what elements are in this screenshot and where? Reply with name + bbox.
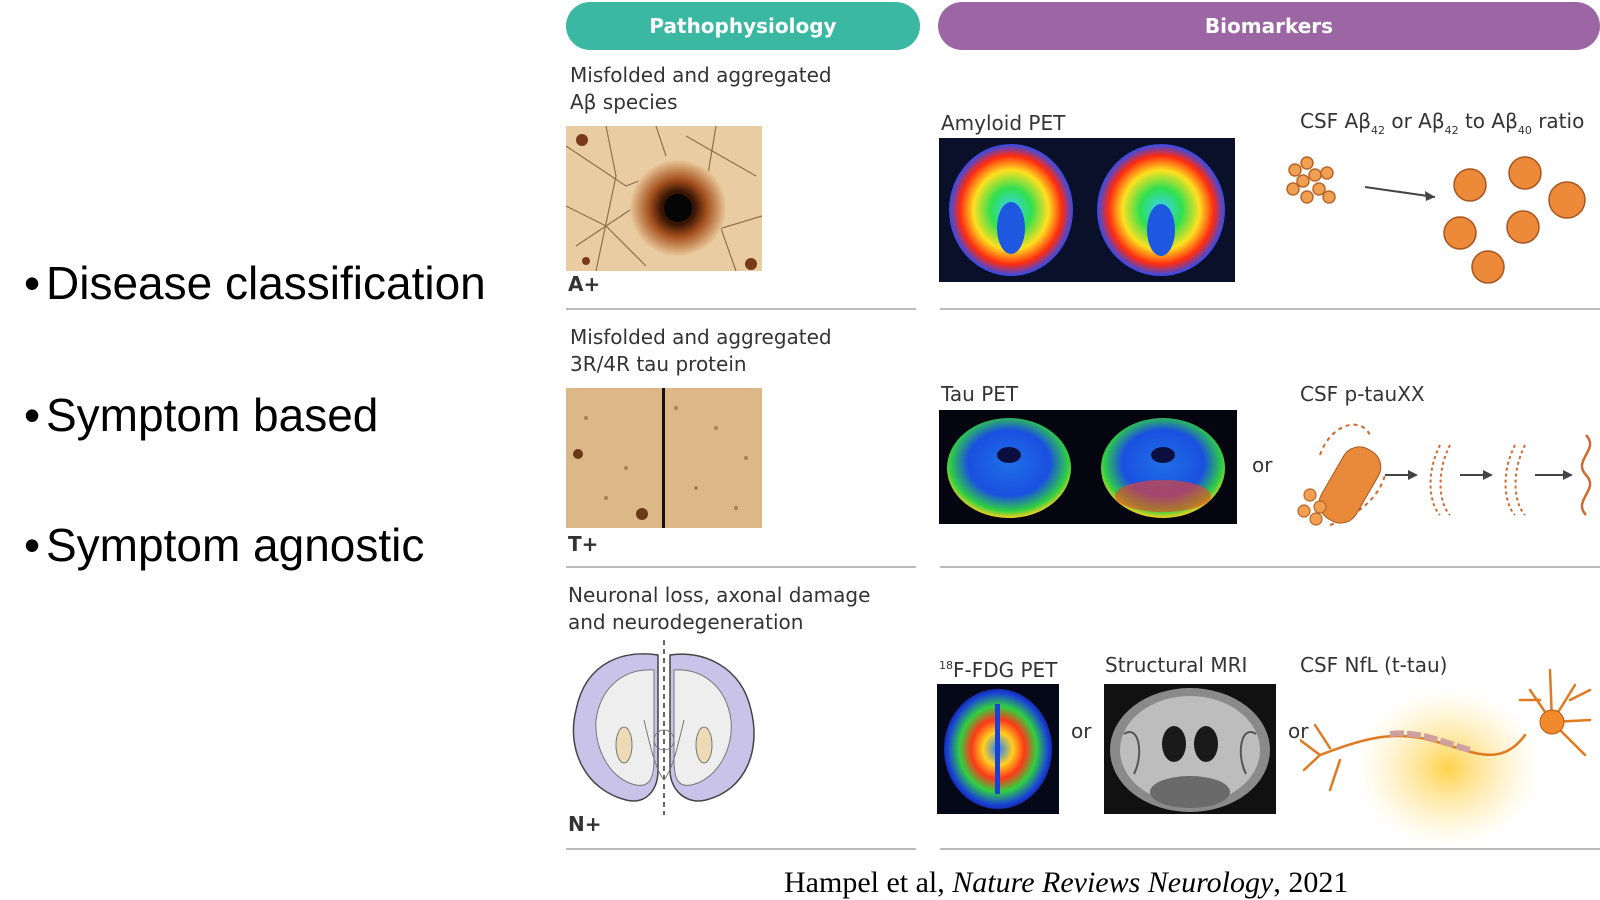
row2-patho-line1: Misfolded and aggregated [570, 325, 832, 349]
bullet-text: Disease classification [46, 257, 486, 309]
row2-or: or [1252, 453, 1273, 477]
amyloid-pet-scans [939, 138, 1235, 282]
bullet-symptom-agnostic: •Symptom agnostic [24, 518, 424, 572]
fdg-sup-18: 18 [939, 659, 953, 672]
row3-or2: or [1288, 719, 1309, 743]
row3-or1: or [1071, 719, 1092, 743]
csf-sub-42a: 42 [1370, 124, 1385, 137]
csf-abeta-pre: CSF Aβ [1300, 109, 1371, 133]
bullet-dot: • [24, 519, 41, 571]
row2-patho-line2: 3R/4R tau protein [570, 352, 747, 376]
structural-mri-scan [1104, 684, 1276, 814]
row3-tag: N+ [568, 812, 602, 836]
neuron-icon [1300, 668, 1592, 848]
row2-tag: T+ [568, 532, 599, 556]
csf-ptau-label: CSF p-tauXX [1300, 382, 1425, 406]
citation-journal: Nature Reviews Neurology [952, 866, 1274, 899]
row1-tag: A+ [568, 272, 601, 296]
row3-rule-left [566, 848, 916, 850]
csf-abeta-label: CSF Aβ42 or Aβ42 to Aβ40 ratio [1300, 108, 1584, 144]
structural-mri-label: Structural MRI [1105, 653, 1248, 677]
csf-nfl-label: CSF NfL (t-tau) [1300, 653, 1448, 677]
tau-histology [566, 388, 762, 528]
fdg-pet-scan [937, 684, 1059, 814]
csf-abeta-post: ratio [1531, 109, 1585, 133]
row1-rule-left [566, 308, 916, 310]
csf-sub-42b: 42 [1444, 124, 1459, 137]
citation-caption: Hampel et al, Nature Reviews Neurology, … [784, 866, 1348, 900]
bullet-text: Symptom agnostic [46, 519, 425, 571]
csf-sub-40: 40 [1517, 124, 1532, 137]
csf-abeta-mid: or Aβ [1384, 109, 1445, 133]
bullet-dot: • [24, 389, 41, 441]
row2-rule-left [566, 566, 916, 568]
bullet-disease-classification: •Disease classification [24, 256, 486, 310]
amyloid-plaque-histology [566, 126, 762, 271]
citation-year: , 2021 [1273, 866, 1349, 899]
csf-abeta-to: to Aβ [1458, 109, 1518, 133]
fdg-pet-label: 18F-FDG PET [939, 652, 1057, 684]
row3-patho-line2: and neurodegeneration [568, 610, 804, 634]
bullet-symptom-based: •Symptom based [24, 388, 378, 442]
brain-coronal-diagram [572, 640, 755, 815]
biomarkers-header: Biomarkers [938, 2, 1600, 50]
tau-fibril-icon [1297, 423, 1592, 526]
abeta-aggregation-icon [1286, 156, 1586, 284]
amyloid-pet-label: Amyloid PET [941, 111, 1066, 135]
fdg-label-text: F-FDG PET [953, 658, 1058, 682]
tau-pet-scans [939, 410, 1237, 524]
row3-patho-line1: Neuronal loss, axonal damage [568, 583, 871, 607]
row1-patho-line2: Aβ species [570, 90, 678, 114]
row2-rule-right [940, 566, 1600, 568]
bullet-dot: • [24, 257, 41, 309]
row3-rule-right [940, 848, 1600, 850]
tau-pet-label: Tau PET [941, 382, 1019, 406]
citation-authors: Hampel et al, [784, 866, 953, 899]
row1-rule-right [940, 308, 1600, 310]
bullet-text: Symptom based [46, 389, 379, 441]
row1-patho-line1: Misfolded and aggregated [570, 63, 832, 87]
pathophysiology-header: Pathophysiology [566, 2, 920, 50]
